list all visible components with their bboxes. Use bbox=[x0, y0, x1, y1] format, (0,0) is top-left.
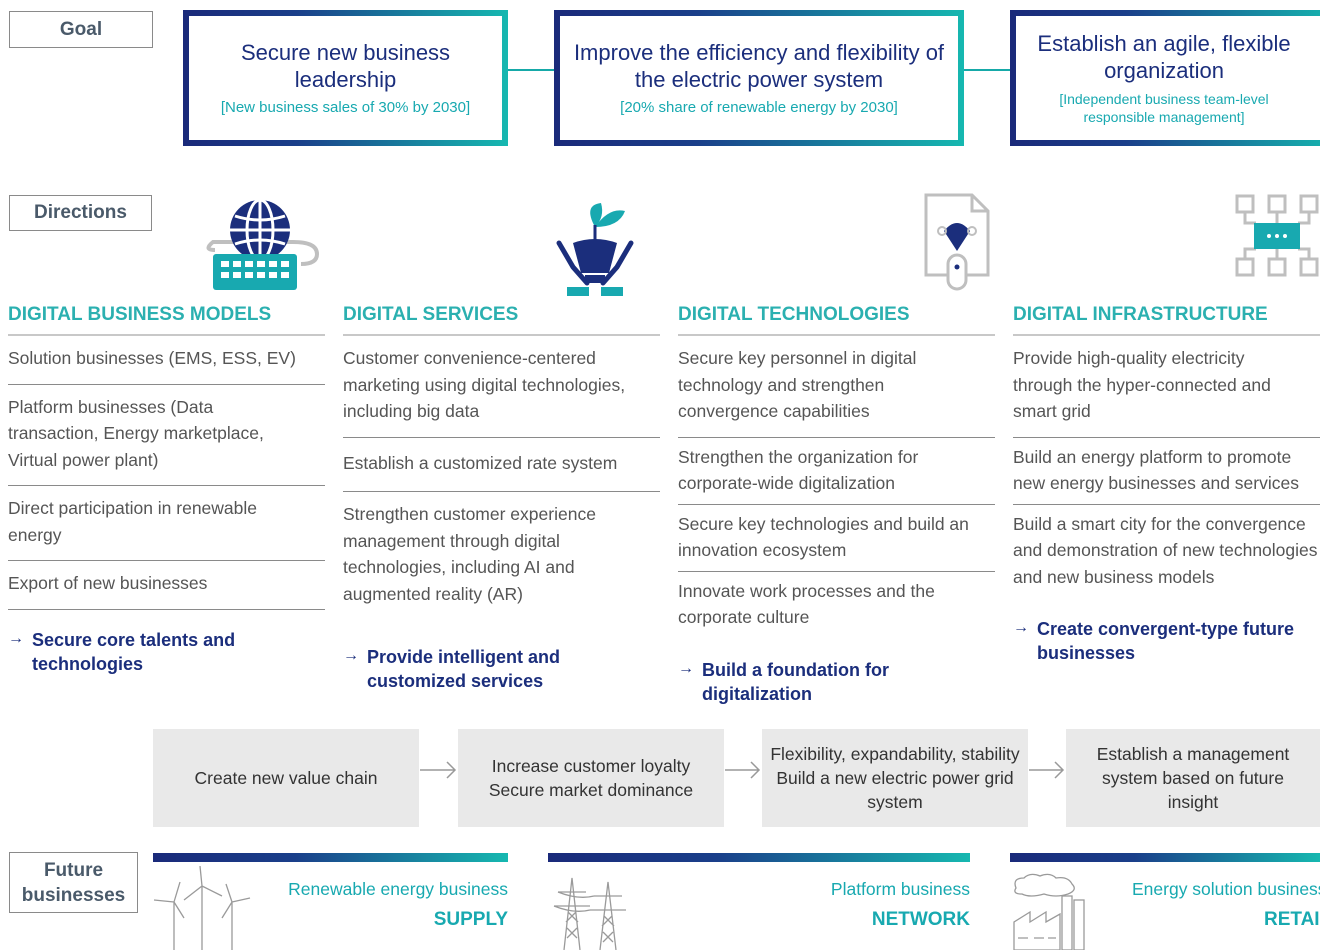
power-tower-icon bbox=[553, 877, 626, 950]
business-bar bbox=[153, 853, 508, 862]
hands-plant-bulb-icon bbox=[556, 203, 634, 296]
value-chain-step: Increase customer loyalty Secure market … bbox=[458, 729, 724, 827]
direction-heading: DIGITAL INFRASTRUCTURE bbox=[1013, 300, 1320, 336]
business-key: NETWORK bbox=[871, 909, 970, 930]
direction-result-text: Provide intelligent and customized servi… bbox=[367, 647, 561, 691]
value-chain-step: Create new value chain bbox=[153, 729, 419, 827]
direction-item: Direct participation in renewable energy bbox=[8, 486, 325, 561]
direction-item: Provide high-quality electricity through… bbox=[1013, 336, 1320, 438]
business-name: Renewable energy business bbox=[288, 879, 508, 899]
goal-title: Secure new business leadership bbox=[240, 40, 451, 92]
goal-box: Establish an agile, flexible organizatio… bbox=[1010, 10, 1320, 146]
direction-column: DIGITAL SERVICES Customer convenience-ce… bbox=[343, 300, 660, 693]
direction-column: DIGITAL TECHNOLOGIES Secure key personne… bbox=[678, 300, 995, 706]
direction-heading: DIGITAL SERVICES bbox=[343, 300, 660, 336]
direction-result: → Secure core talents and technologies bbox=[8, 628, 325, 676]
direction-column: DIGITAL INFRASTRUCTURE Provide high-qual… bbox=[1013, 300, 1320, 665]
direction-item: Build an energy platform to promote new … bbox=[1013, 438, 1320, 505]
business-key: SUPPLY bbox=[433, 909, 508, 930]
direction-item: Export of new businesses bbox=[8, 561, 325, 610]
direction-item: Secure key technologies and build an inn… bbox=[678, 505, 995, 572]
direction-item: Establish a customized rate system bbox=[343, 438, 660, 492]
business-bar bbox=[548, 853, 970, 862]
direction-heading: DIGITAL BUSINESS MODELS bbox=[8, 300, 325, 336]
direction-result-text: Create convergent-type future businesses bbox=[1037, 619, 1295, 663]
network-nodes-icon bbox=[1235, 194, 1319, 277]
direction-item: Platform businesses (Data transaction, E… bbox=[8, 385, 325, 486]
document-mouse-icon bbox=[924, 193, 990, 291]
direction-item: Secure key personnel in digital technolo… bbox=[678, 336, 995, 438]
goal-box: Improve the efficiency and flexibility o… bbox=[554, 10, 964, 146]
factory-icon bbox=[1013, 873, 1085, 950]
direction-item: Strengthen customer experience managemen… bbox=[343, 504, 596, 604]
direction-column: DIGITAL BUSINESS MODELS Solution busines… bbox=[8, 300, 325, 676]
wind-turbine-icon bbox=[153, 866, 251, 950]
direction-result: → Provide intelligent and customized ser… bbox=[343, 645, 660, 693]
direction-item: Customer convenience-centered marketing … bbox=[343, 336, 660, 438]
arrow-right-icon bbox=[725, 761, 761, 779]
globe-keyboard-icon bbox=[206, 198, 320, 290]
goal-connector bbox=[508, 69, 554, 71]
value-chain-step: Establish a management system based on f… bbox=[1066, 729, 1320, 827]
direction-item: Build a smart city for the convergence a… bbox=[1013, 513, 1318, 587]
arrow-icon: → bbox=[678, 659, 694, 677]
value-chain-text: Establish a management system based on f… bbox=[1096, 744, 1290, 812]
direction-result-text: Secure core talents and technologies bbox=[32, 629, 236, 674]
business-name: Energy solution business bbox=[1132, 879, 1320, 899]
direction-result: → Build a foundation for digitalization bbox=[678, 658, 995, 706]
arrow-icon: → bbox=[1013, 619, 1029, 636]
goal-label: Goal bbox=[9, 11, 153, 48]
direction-result-text: Build a foundation for digitalization bbox=[702, 659, 889, 704]
goal-target: [New business sales of 30% by 2030] bbox=[220, 99, 471, 116]
directions-label: Directions bbox=[9, 195, 152, 231]
value-chain-step: Flexibility, expandability, stability Bu… bbox=[762, 729, 1028, 827]
direction-result: → Create convergent-type future business… bbox=[1013, 617, 1320, 665]
direction-item: Innovate work processes and the corporat… bbox=[678, 580, 935, 628]
goal-title: Establish an agile, flexible organizatio… bbox=[1037, 31, 1291, 83]
business-bar bbox=[1010, 853, 1320, 862]
direction-item: Solution businesses (EMS, ESS, EV) bbox=[8, 336, 325, 385]
goal-connector bbox=[964, 69, 1010, 71]
value-chain-text: Create new value chain bbox=[194, 768, 378, 788]
arrow-icon: → bbox=[343, 647, 359, 664]
value-chain-text: Flexibility, expandability, stability Bu… bbox=[770, 744, 1020, 812]
business-name: Platform business bbox=[830, 879, 970, 899]
direction-item: Strengthen the organization for corporat… bbox=[678, 438, 995, 505]
goal-target: [20% share of renewable energy by 2030] bbox=[620, 99, 898, 116]
business-key: RETAIL bbox=[1264, 909, 1320, 930]
goal-box: Secure new business leadership [New busi… bbox=[183, 10, 508, 146]
future-businesses-label: Future businesses bbox=[9, 852, 138, 913]
arrow-right-icon bbox=[1029, 761, 1065, 779]
goal-target: [Independent business team-level respons… bbox=[1059, 91, 1269, 125]
goal-title: Improve the efficiency and flexibility o… bbox=[573, 40, 945, 92]
value-chain-text: Increase customer loyalty Secure market … bbox=[488, 756, 694, 800]
direction-heading: DIGITAL TECHNOLOGIES bbox=[678, 300, 995, 336]
arrow-right-icon bbox=[420, 761, 457, 779]
arrow-icon: → bbox=[8, 629, 24, 647]
